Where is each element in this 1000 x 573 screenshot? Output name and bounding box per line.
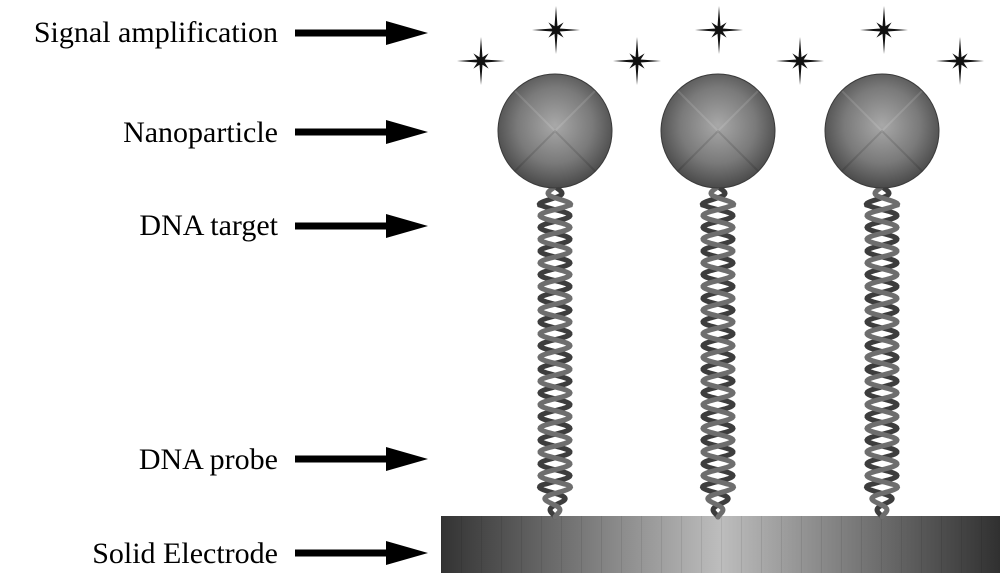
- dna-strand: [699, 183, 737, 520]
- arrow-electrode: [295, 541, 428, 565]
- signal-stars: [457, 6, 984, 85]
- solid-electrode: [441, 516, 1000, 573]
- signal-star-icon: [776, 37, 824, 85]
- signal-star-icon: [860, 6, 908, 54]
- signal-star-icon: [613, 37, 661, 85]
- electrode-stripe: [681, 516, 682, 573]
- signal-star-icon: [695, 6, 743, 54]
- nanoparticle-facet: [514, 90, 596, 133]
- electrode-stripe: [481, 516, 482, 573]
- label-nanoparticle: Nanoparticle: [123, 116, 278, 149]
- nanoparticle-sphere: [824, 73, 940, 189]
- electrode-stripe: [901, 516, 902, 573]
- dna-helix-strand: [700, 183, 737, 520]
- electrode-stripes: [441, 516, 982, 573]
- electrode-stripe: [961, 516, 962, 573]
- electrode-stripe: [621, 516, 622, 573]
- electrode-stripe: [641, 516, 642, 573]
- nanoparticle-facet: [841, 129, 923, 172]
- nanoparticle-sphere: [660, 73, 776, 189]
- electrode-stripe: [721, 516, 722, 573]
- label-solid-electrode: Solid Electrode: [92, 537, 278, 570]
- electrode-stripe: [921, 516, 922, 573]
- arrow-signal: [295, 21, 428, 45]
- electrode-stripe: [941, 516, 942, 573]
- signal-star-icon: [936, 37, 984, 85]
- dna-helices: [536, 183, 901, 520]
- electrode-stripe: [781, 516, 782, 573]
- electrode-stripe: [701, 516, 702, 573]
- dna-strand: [863, 183, 901, 520]
- signal-star-icon: [457, 37, 505, 85]
- nanoparticle-facet: [514, 129, 596, 172]
- electrode-stripe: [841, 516, 842, 573]
- dna-helix-strand: [864, 183, 901, 520]
- nanoparticles: [497, 73, 940, 189]
- electrode-stripe: [601, 516, 602, 573]
- nanoparticle: [824, 73, 940, 189]
- electrode-stripe: [581, 516, 582, 573]
- electrode-stripe: [661, 516, 662, 573]
- electrode-stripe: [561, 516, 562, 573]
- dna-helix-strand: [537, 183, 574, 520]
- label-dna-target: DNA target: [139, 209, 278, 242]
- electrode-stripe: [521, 516, 522, 573]
- nanoparticle: [660, 73, 776, 189]
- label-dna-probe: DNA probe: [139, 443, 278, 476]
- label-signal-amplification: Signal amplification: [34, 16, 278, 49]
- arrow-dna-probe: [295, 447, 428, 471]
- electrode-stripe: [741, 516, 742, 573]
- electrode-stripe: [761, 516, 762, 573]
- electrode-stripe: [801, 516, 802, 573]
- electrode-stripe: [541, 516, 542, 573]
- signal-star-icon: [532, 6, 580, 54]
- electrode-stripe: [881, 516, 882, 573]
- arrow-dna-target: [295, 214, 428, 238]
- electrode-stripe: [441, 516, 442, 573]
- electrode-stripe: [821, 516, 822, 573]
- arrow-group: [295, 21, 428, 565]
- arrow-nanoparticle: [295, 120, 428, 144]
- electrode-stripe: [461, 516, 462, 573]
- nanoparticle-facet: [677, 129, 759, 172]
- nanoparticle-sphere: [497, 73, 613, 189]
- nanoparticle-facet: [677, 90, 759, 133]
- dna-strand: [536, 183, 574, 520]
- electrode-stripe: [501, 516, 502, 573]
- electrode-stripe: [861, 516, 862, 573]
- nanoparticle: [497, 73, 613, 189]
- electrode-stripe: [981, 516, 982, 573]
- nanoparticle-facet: [841, 90, 923, 133]
